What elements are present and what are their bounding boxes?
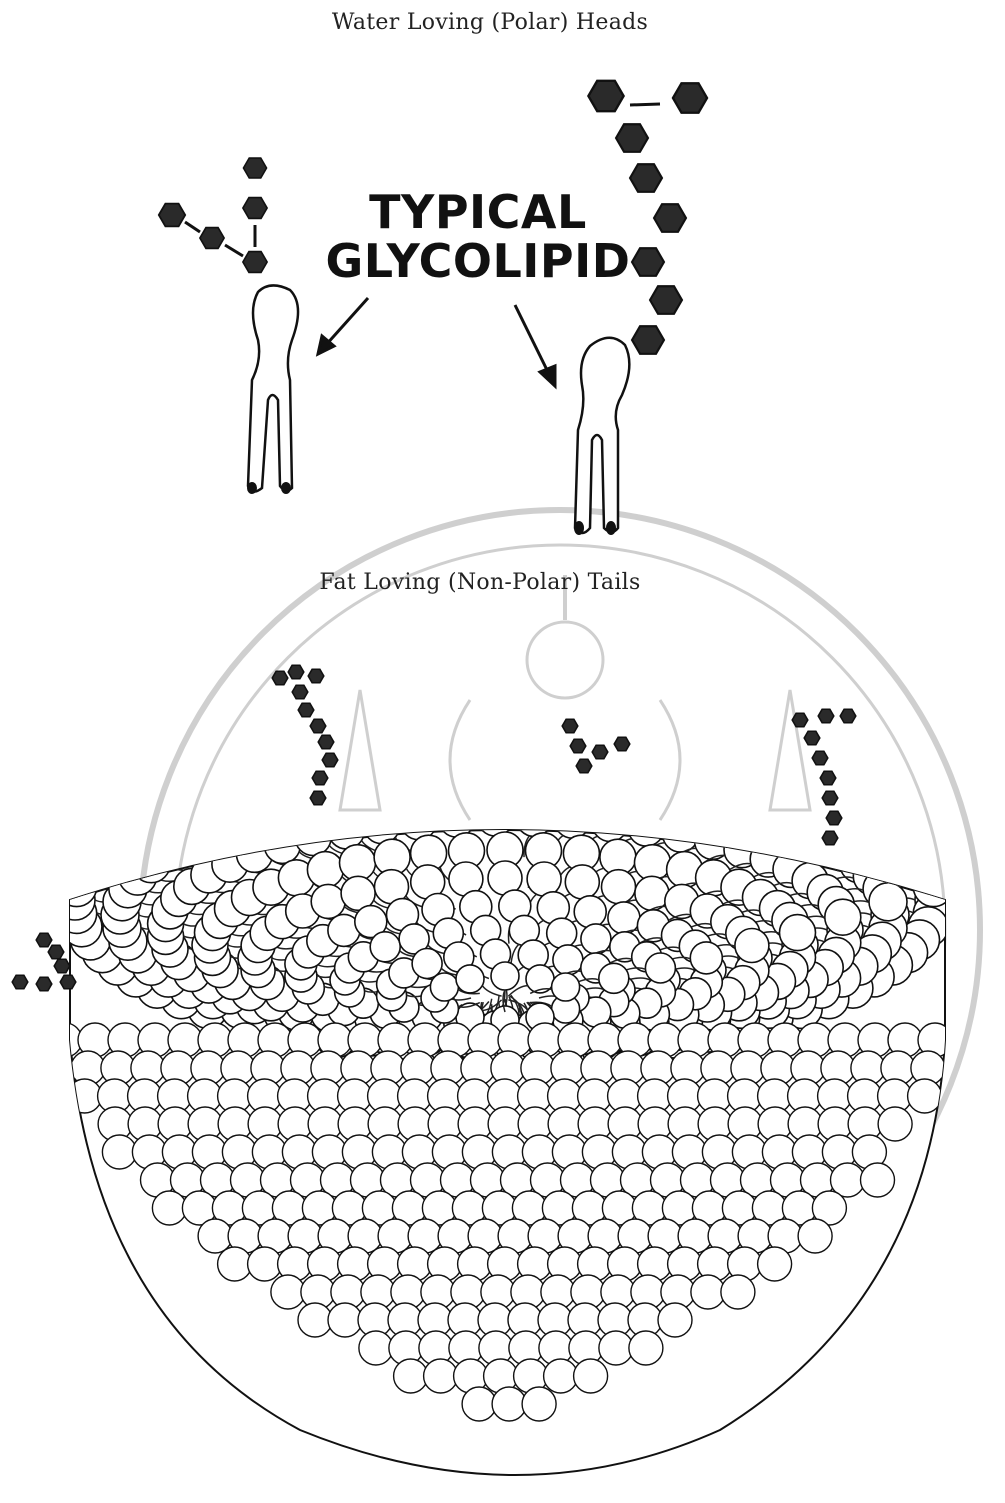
right-lipid-body [575, 338, 629, 533]
diagram-title: TYPICAL GLYCOLIPID [318, 188, 638, 286]
right-glycolipid [574, 81, 707, 535]
polar-heads-label: Water Loving (Polar) Heads [240, 10, 740, 35]
title-line-2: GLYCOLIPID [318, 237, 638, 286]
left-lipid-body [248, 285, 298, 491]
title-line-1: TYPICAL [318, 188, 638, 237]
left-glycolipid [159, 158, 298, 494]
left-sugar-chain [159, 158, 267, 272]
pointer-arrows [318, 298, 555, 386]
nonpolar-tails-label: Fat Loving (Non-Polar) Tails [230, 570, 730, 595]
